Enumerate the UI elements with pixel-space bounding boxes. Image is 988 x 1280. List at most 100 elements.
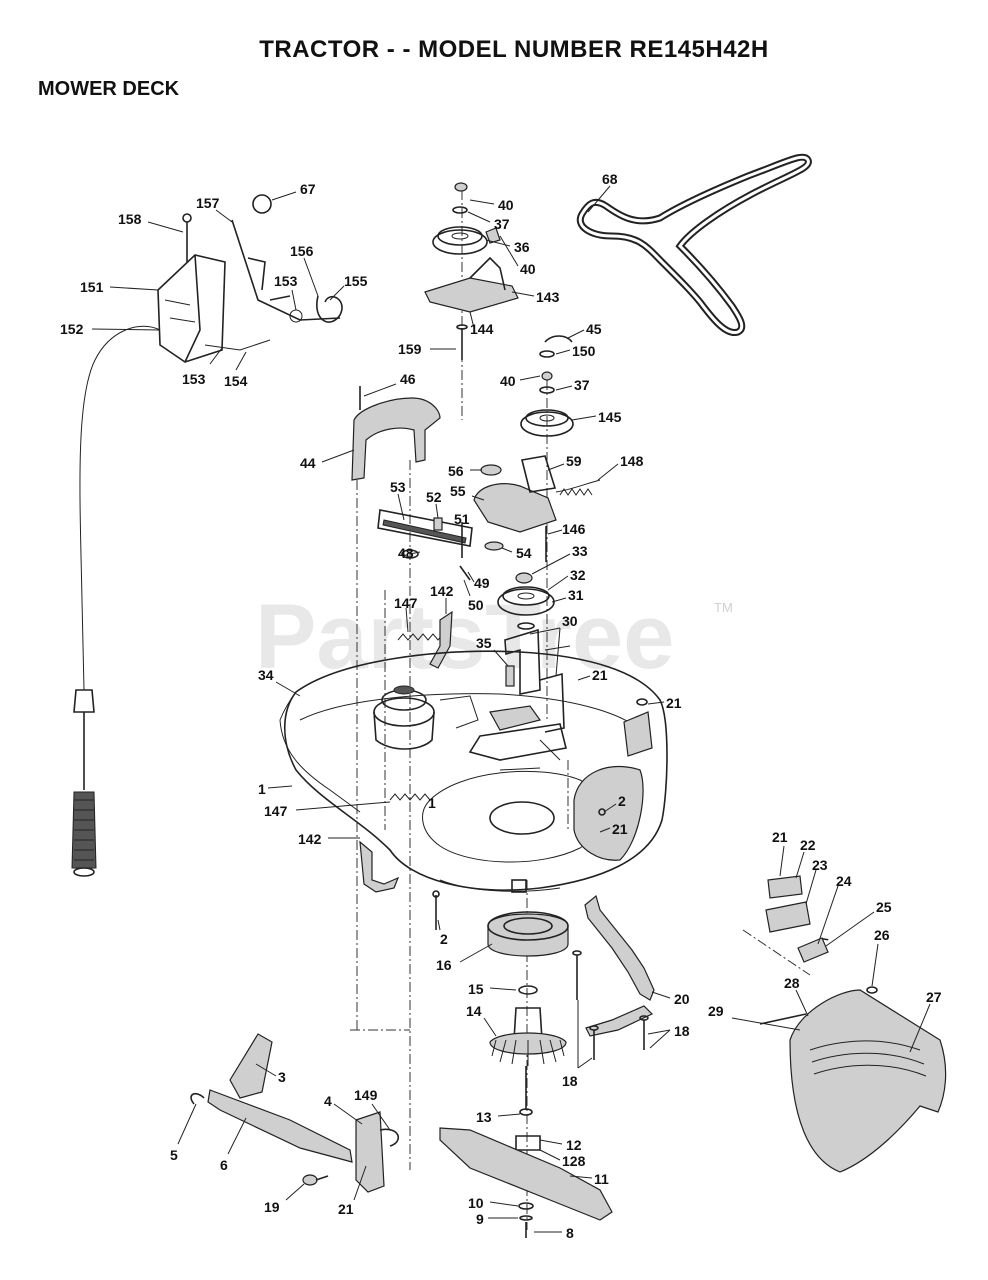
callout-155: 155 xyxy=(344,273,368,289)
callout-13: 13 xyxy=(476,1109,492,1125)
callout-37-b: 37 xyxy=(574,377,590,393)
callout-3: 3 xyxy=(278,1069,286,1085)
callout-40-b: 40 xyxy=(520,261,536,277)
discharge-chute-assembly xyxy=(759,875,947,1173)
callout-51: 51 xyxy=(454,511,470,527)
callout-45: 45 xyxy=(586,321,602,337)
deck-pulley-center xyxy=(497,572,555,630)
callout-12: 12 xyxy=(566,1137,582,1153)
callout-2-b: 2 xyxy=(440,931,448,947)
callout-150: 150 xyxy=(572,343,596,359)
callout-44: 44 xyxy=(300,455,316,471)
callout-16: 16 xyxy=(436,957,452,973)
callout-18-b: 18 xyxy=(562,1073,578,1089)
callout-152: 152 xyxy=(60,321,84,337)
blade-spindle-assembly xyxy=(439,911,613,1238)
callout-34: 34 xyxy=(258,667,274,683)
callout-28: 28 xyxy=(784,975,800,991)
callout-27: 27 xyxy=(926,989,942,1005)
callout-29: 29 xyxy=(708,1003,724,1019)
callout-21-a: 21 xyxy=(592,667,608,683)
callout-1-a: 1 xyxy=(258,781,266,797)
callout-20: 20 xyxy=(674,991,690,1007)
belt-keeper xyxy=(432,890,655,1037)
callout-33: 33 xyxy=(572,543,588,559)
callout-143: 143 xyxy=(536,289,560,305)
callout-32: 32 xyxy=(570,567,586,583)
callout-31: 31 xyxy=(568,587,584,603)
callout-9: 9 xyxy=(476,1211,484,1227)
callout-149: 149 xyxy=(354,1087,378,1103)
callout-67: 67 xyxy=(300,181,316,197)
callout-30: 30 xyxy=(562,613,578,629)
callout-157: 157 xyxy=(196,195,220,211)
callout-145: 145 xyxy=(598,409,622,425)
callout-22: 22 xyxy=(800,837,816,853)
callout-26: 26 xyxy=(874,927,890,943)
callout-25: 25 xyxy=(876,899,892,915)
section-title: MOWER DECK xyxy=(38,78,180,100)
callout-159: 159 xyxy=(398,341,422,357)
callout-158: 158 xyxy=(118,211,142,227)
watermark-trademark: TM xyxy=(714,600,733,615)
callout-10: 10 xyxy=(468,1195,484,1211)
callout-1-b: 1 xyxy=(428,795,436,811)
callout-153-upper: 153 xyxy=(274,273,298,289)
idler-pulley-right-stack xyxy=(520,335,574,437)
spring-and-arm-upper xyxy=(397,610,453,669)
callout-18-a: 18 xyxy=(674,1023,690,1039)
callout-19: 19 xyxy=(264,1199,280,1215)
callout-40-c: 40 xyxy=(500,373,516,389)
callout-59: 59 xyxy=(566,453,582,469)
lift-lever-assembly xyxy=(71,194,343,877)
mounting-bolts xyxy=(572,950,649,1060)
mower-deck-housing xyxy=(279,650,668,893)
callout-153-lower: 153 xyxy=(182,371,206,387)
callout-154: 154 xyxy=(224,373,248,389)
callout-53: 53 xyxy=(390,479,406,495)
callout-55: 55 xyxy=(450,483,466,499)
callout-21-e: 21 xyxy=(338,1201,354,1217)
callout-148: 148 xyxy=(620,453,644,469)
drive-belt xyxy=(576,153,812,336)
callout-21-d: 21 xyxy=(772,829,788,845)
idler-arm-assembly xyxy=(473,455,601,562)
callout-142-b: 142 xyxy=(298,831,322,847)
idler-pulley-upper xyxy=(424,182,519,360)
callout-8: 8 xyxy=(566,1225,574,1241)
callout-24: 24 xyxy=(836,873,852,889)
callout-68: 68 xyxy=(602,171,618,187)
callout-50: 50 xyxy=(468,597,484,613)
callout-147-a: 147 xyxy=(394,595,418,611)
callout-56: 56 xyxy=(448,463,464,479)
callout-147-b: 147 xyxy=(264,803,288,819)
callout-144: 144 xyxy=(470,321,494,337)
deck-brackets xyxy=(504,628,571,733)
callout-49: 49 xyxy=(474,575,490,591)
callout-6: 6 xyxy=(220,1157,228,1173)
callout-23: 23 xyxy=(812,857,828,873)
callout-40-a: 40 xyxy=(498,197,514,213)
callout-146: 146 xyxy=(562,521,586,537)
callout-36: 36 xyxy=(514,239,530,255)
callout-37-a: 37 xyxy=(494,216,510,232)
callout-151: 151 xyxy=(80,279,104,295)
callout-11: 11 xyxy=(594,1171,609,1187)
callout-21-b: 21 xyxy=(666,695,682,711)
page-title: TRACTOR - - MODEL NUMBER RE145H42H xyxy=(259,36,769,63)
callout-48: 48 xyxy=(398,545,414,561)
callout-4: 4 xyxy=(324,1093,332,1109)
callout-46: 46 xyxy=(400,371,416,387)
watermark: PartsTree xyxy=(255,586,674,688)
belt-guard xyxy=(351,386,441,481)
callout-2-a: 2 xyxy=(618,793,626,809)
callout-156: 156 xyxy=(290,243,314,259)
callout-52: 52 xyxy=(426,489,442,505)
callout-35: 35 xyxy=(476,635,492,651)
callout-5: 5 xyxy=(170,1147,178,1163)
callout-15: 15 xyxy=(468,981,484,997)
callout-14: 14 xyxy=(466,1003,482,1019)
spring-and-arm-lower xyxy=(359,793,431,893)
callout-21-c: 21 xyxy=(612,821,628,837)
